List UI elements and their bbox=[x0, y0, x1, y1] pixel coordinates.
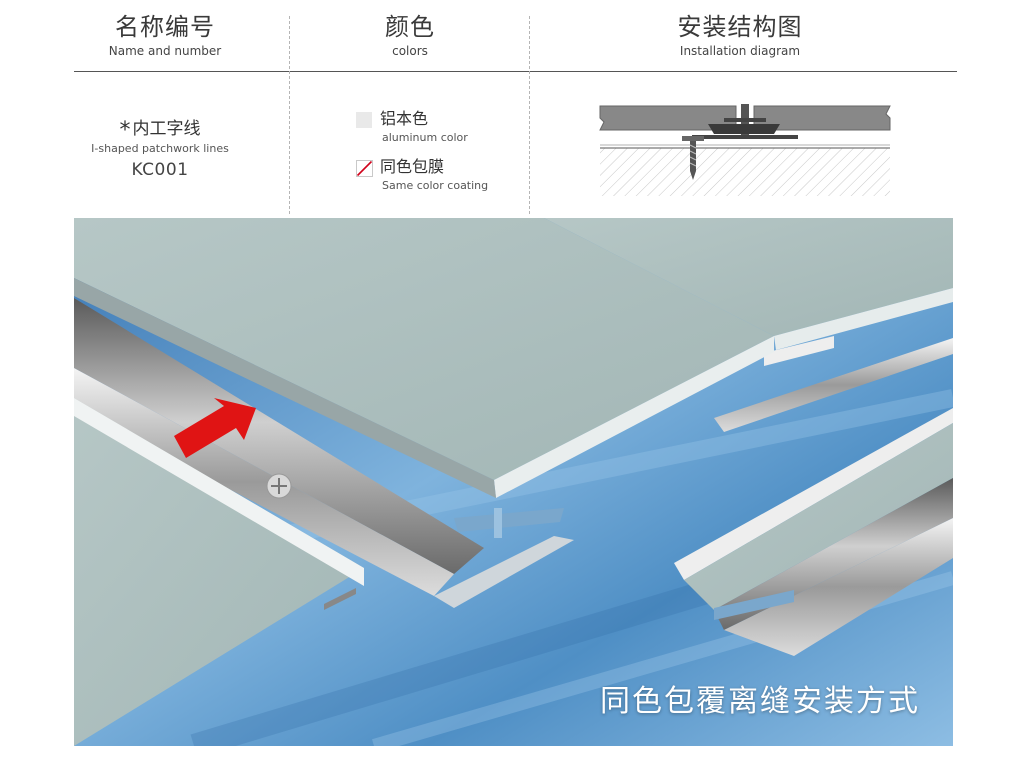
column-title-en: Installation diagram bbox=[679, 44, 801, 58]
header-divider bbox=[74, 71, 957, 72]
column-header-installation: 安装结构图 Installation diagram bbox=[660, 12, 820, 59]
color-name-zh: 同色包膜 bbox=[380, 157, 445, 176]
product-name-en: I-shaped patchwork lines bbox=[91, 142, 229, 155]
column-title-zh: 安装结构图 bbox=[677, 13, 803, 41]
product-info: *内工字线 I-shaped patchwork lines KC001 bbox=[80, 118, 240, 182]
product-name-zh: 内工字线 bbox=[132, 119, 201, 139]
column-title-en: colors bbox=[392, 44, 428, 58]
column-title-zh: 名称编号 bbox=[115, 13, 215, 41]
column-divider-2 bbox=[529, 16, 530, 214]
aluminum-swatch-icon bbox=[356, 112, 372, 128]
color-name-en: aluminum color bbox=[382, 131, 468, 144]
product-code: KC001 bbox=[131, 160, 189, 180]
column-header-name: 名称编号 Name and number bbox=[90, 12, 240, 59]
installation-diagram bbox=[599, 104, 891, 196]
star-icon: * bbox=[119, 118, 131, 143]
column-header-colors: 颜色 colors bbox=[340, 12, 480, 59]
column-title-en: Name and number bbox=[108, 44, 222, 58]
color-name-en: Same color coating bbox=[382, 179, 489, 192]
photo-caption: 同色包覆离缝安装方式 bbox=[600, 684, 920, 719]
column-divider-1 bbox=[289, 16, 290, 214]
product-name: *内工字线 bbox=[80, 118, 240, 142]
installation-photo bbox=[74, 218, 953, 746]
column-title-zh: 颜色 bbox=[385, 13, 435, 41]
color-name-zh: 铝本色 bbox=[380, 109, 429, 128]
coating-swatch-icon bbox=[356, 160, 373, 177]
